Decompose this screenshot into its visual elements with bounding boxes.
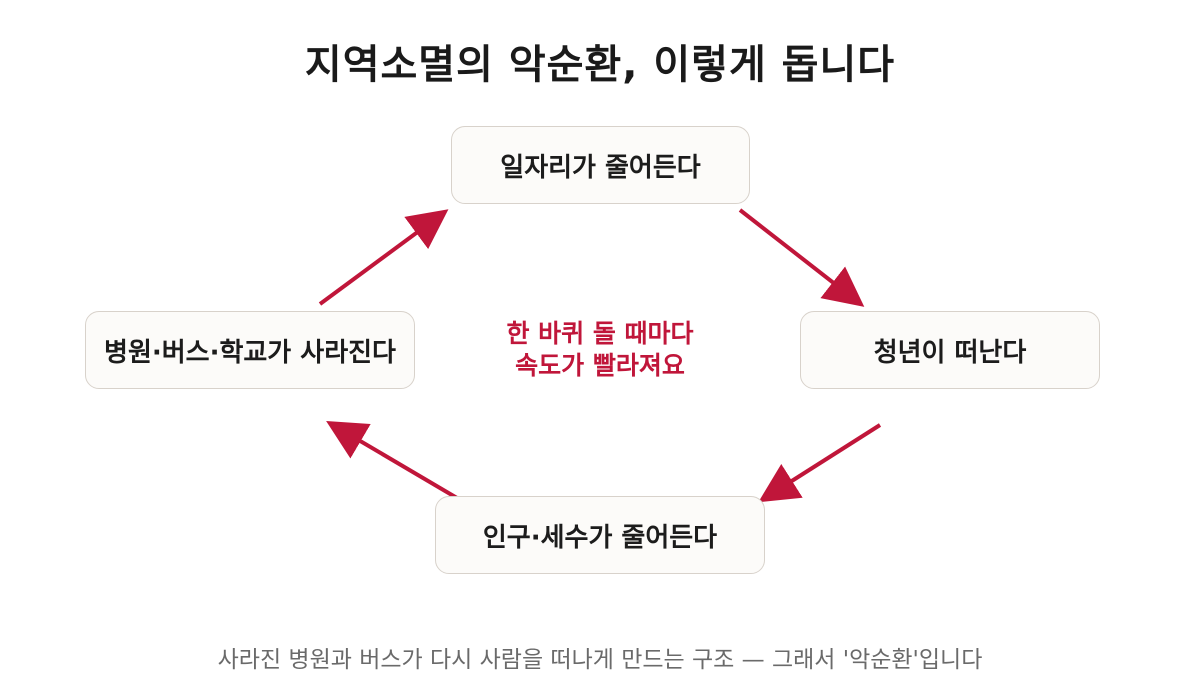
arrow-bottom-to-left xyxy=(326,420,459,500)
center-note: 한 바퀴 돌 때마다 속도가 빨라져요 xyxy=(440,318,760,382)
node-youth-leave: 청년이 떠난다 xyxy=(800,311,1100,389)
arrow-right-to-bottom xyxy=(758,423,882,503)
center-note-line-1: 한 바퀴 돌 때마다 xyxy=(506,319,694,348)
node-services-disappear: 병원·버스·학교가 사라진다 xyxy=(85,311,415,389)
arrow-left-to-top xyxy=(318,209,449,306)
node-youth-leave-label: 청년이 떠난다 xyxy=(873,337,1027,368)
node-jobs-decline-label: 일자리가 줄어든다 xyxy=(500,152,701,183)
arrow-top-to-right xyxy=(738,208,865,307)
footer-caption: 사라진 병원과 버스가 다시 사람을 떠나게 만드는 구조 — 그래서 '악순환… xyxy=(217,647,983,673)
node-services-disappear-label: 병원·버스·학교가 사라진다 xyxy=(104,337,396,368)
page-title: 지역소멸의 악순환, 이렇게 돕니다 xyxy=(304,42,896,88)
node-population-tax-decline-label: 인구·세수가 줄어든다 xyxy=(482,522,718,553)
node-population-tax-decline: 인구·세수가 줄어든다 xyxy=(435,496,765,574)
node-jobs-decline: 일자리가 줄어든다 xyxy=(451,126,750,204)
center-note-line-2: 속도가 빨라져요 xyxy=(515,351,685,380)
